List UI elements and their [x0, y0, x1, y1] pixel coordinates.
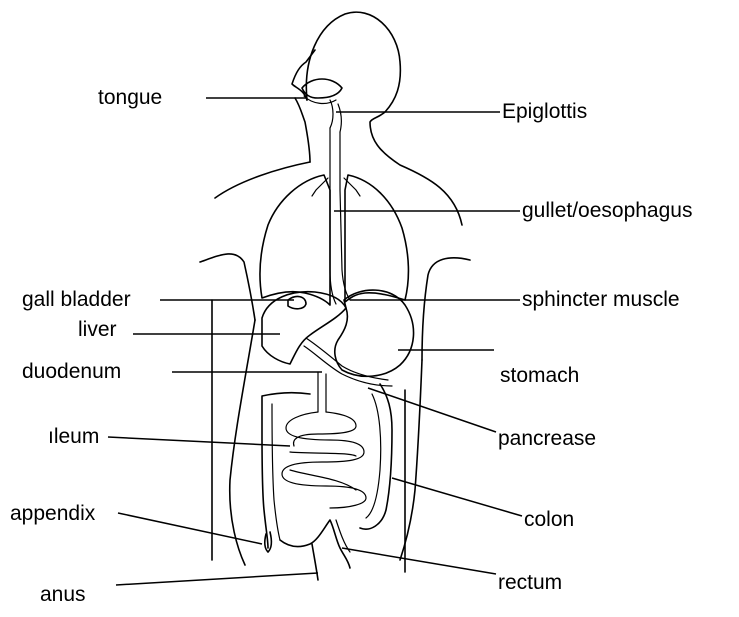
label-epiglottis: Epiglottis	[502, 101, 587, 122]
rectum-leader	[342, 548, 496, 574]
label-tongue: tongue	[98, 87, 162, 108]
ileum-coils	[282, 412, 366, 508]
stomach-shape	[335, 290, 414, 376]
label-pancrease: pancrease	[498, 428, 596, 449]
right-arm-outline	[422, 258, 470, 360]
trachea-branches	[312, 178, 360, 196]
oesophagus	[330, 128, 350, 304]
gall-bladder-shape	[288, 297, 306, 309]
label-ileum: ıleum	[48, 426, 99, 447]
mouth-cavity	[302, 79, 342, 98]
label-appendix: appendix	[10, 503, 95, 524]
colon-inner	[272, 394, 381, 540]
left-shoulder	[215, 162, 310, 198]
colon-leader	[392, 478, 522, 516]
label-liver: liver	[78, 319, 117, 340]
appendix-leader	[118, 513, 262, 544]
right-lung	[345, 175, 408, 302]
label-duodenum: duodenum	[22, 361, 121, 382]
label-colon: colon	[524, 509, 574, 530]
liver-shape	[262, 292, 346, 364]
rectum-inner	[336, 520, 350, 552]
label-gullet-oesophagus: gullet/oesophagus	[522, 200, 692, 221]
pharynx	[330, 100, 341, 132]
label-sphincter-muscle: sphincter muscle	[522, 289, 680, 310]
label-anus: anus	[40, 584, 86, 605]
right-side-body	[400, 360, 422, 560]
anus-leader	[116, 573, 318, 585]
stomach-line-2	[304, 346, 392, 386]
face-outline	[292, 50, 315, 162]
label-rectum: rectum	[498, 572, 562, 593]
pancrease-leader	[368, 388, 496, 432]
left-lung	[260, 175, 330, 305]
left-arm-outline	[200, 254, 255, 320]
label-gall-bladder: gall bladder	[22, 289, 131, 310]
label-stomach: stomach	[500, 365, 579, 386]
duodenum-tube	[318, 372, 326, 412]
